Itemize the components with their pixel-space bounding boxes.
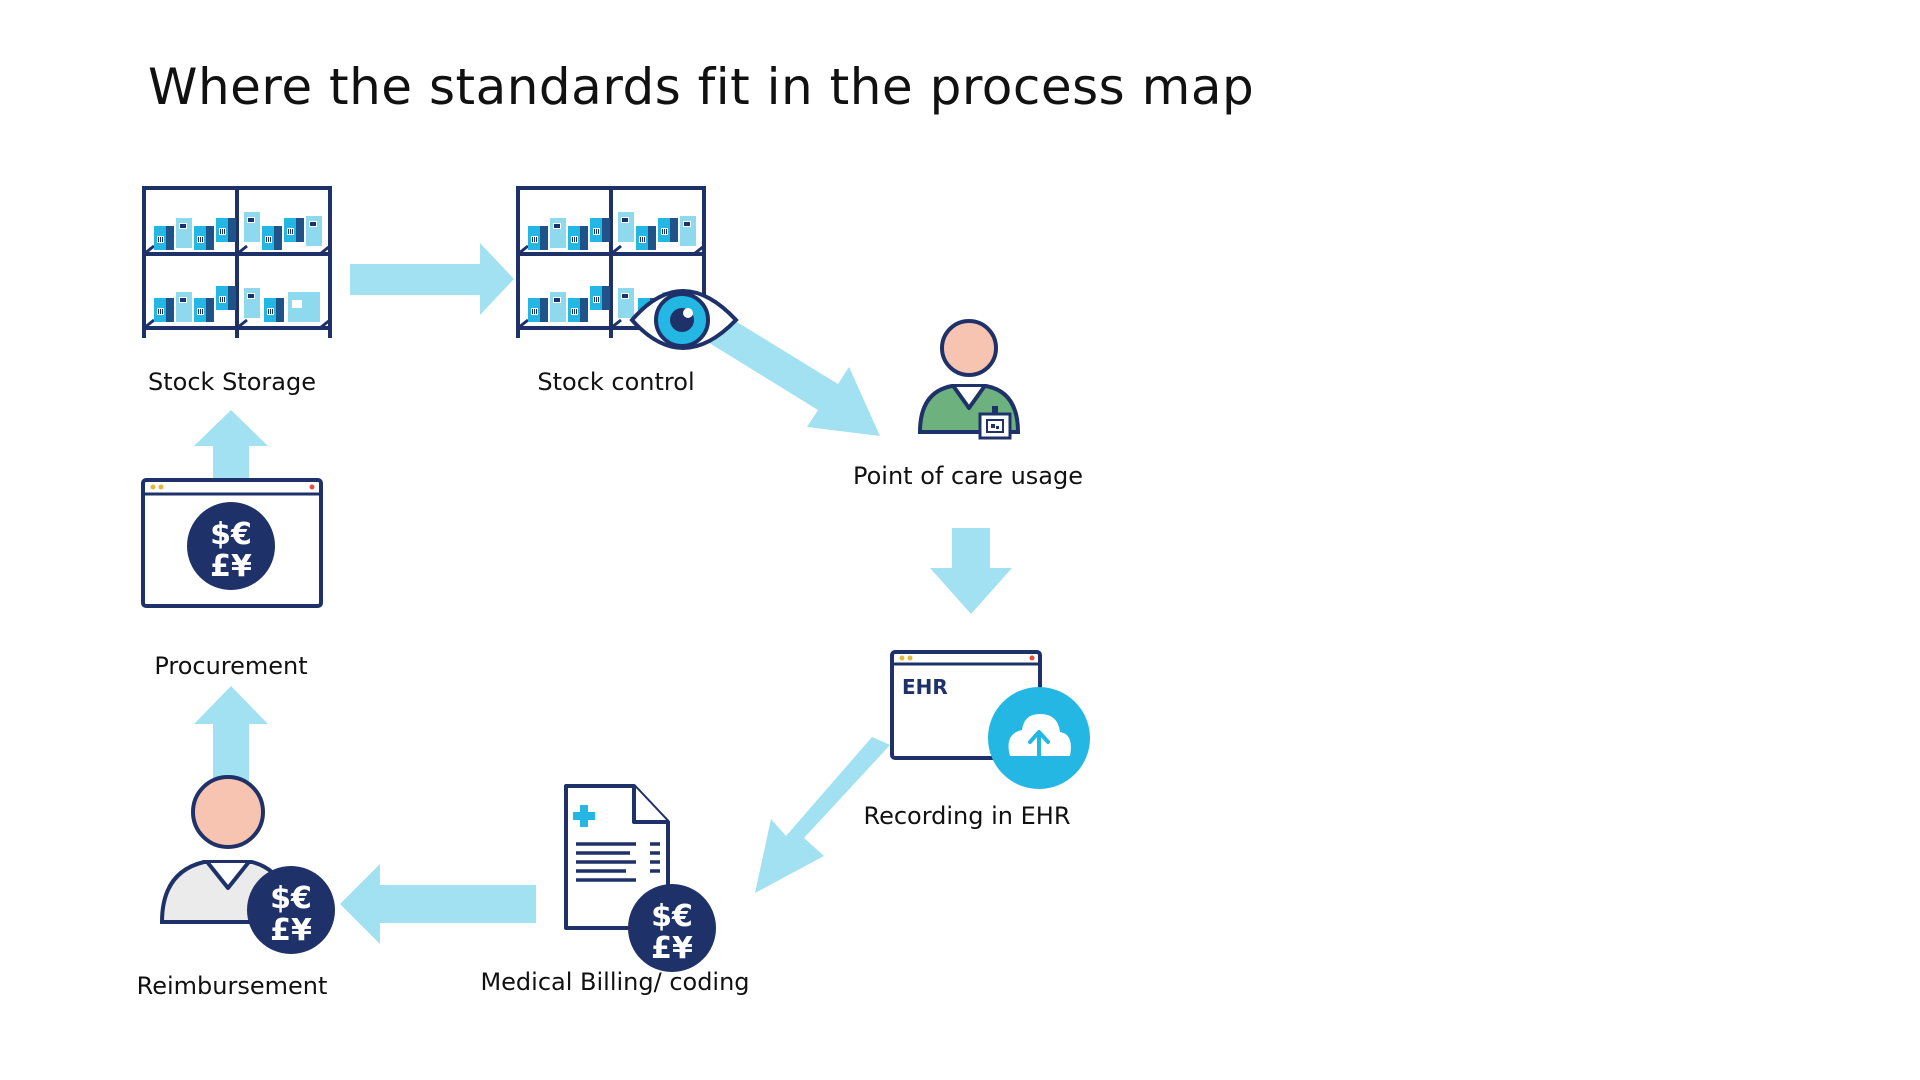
currency-window-icon: $€ £¥ [141, 478, 323, 608]
currency-symbols-bottom: £¥ [210, 549, 252, 584]
step-label-procurement: Procurement [154, 652, 308, 680]
currency-symbols-bottom: £¥ [270, 913, 312, 948]
slide-title: Where the standards fit in the process m… [148, 58, 1255, 116]
arrow-control-to-point-of-care [698, 308, 880, 436]
step-label-reimbursement: Reimbursement [136, 972, 328, 1000]
step-label-medical-billing: Medical Billing/ coding [480, 968, 750, 996]
arrow-storage-to-control [350, 243, 514, 315]
step-label-point-of-care: Point of care usage [852, 462, 1084, 490]
shelves-with-eye-icon [518, 188, 739, 350]
arrow-reimbursement-to-procurement [194, 686, 268, 782]
currency-symbols-bottom: £¥ [651, 931, 693, 966]
currency-symbols-top: $€ [651, 899, 693, 934]
warehouse-shelves-icon [144, 188, 330, 338]
arrow-ehr-to-billing [755, 737, 890, 893]
step-label-stock-storage: Stock Storage [148, 368, 316, 396]
arrow-point-of-care-to-ehr [930, 528, 1012, 614]
currency-symbols-top: $€ [210, 517, 252, 552]
step-label-stock-control: Stock control [537, 368, 695, 396]
billing-currency-icon: $€ £¥ [628, 884, 716, 972]
step-label-recording-ehr: Recording in EHR [863, 802, 1071, 830]
clinician-with-scanner-icon [917, 319, 1021, 440]
billing-document-icon: $€ £¥ [564, 784, 716, 972]
currency-symbols-top: $€ [270, 881, 312, 916]
procurement-currency-icon: $€ £¥ [187, 502, 275, 590]
arrow-billing-to-reimbursement [340, 864, 536, 944]
eye-icon [629, 289, 739, 350]
ehr-window-label: EHR [902, 675, 948, 699]
arrow-procurement-to-storage [194, 410, 268, 478]
reimbursement-currency-icon: $€ £¥ [247, 866, 335, 954]
ehr-cloud-upload-icon: EHR [890, 650, 1090, 789]
person-with-currency-icon: $€ £¥ [159, 775, 335, 954]
